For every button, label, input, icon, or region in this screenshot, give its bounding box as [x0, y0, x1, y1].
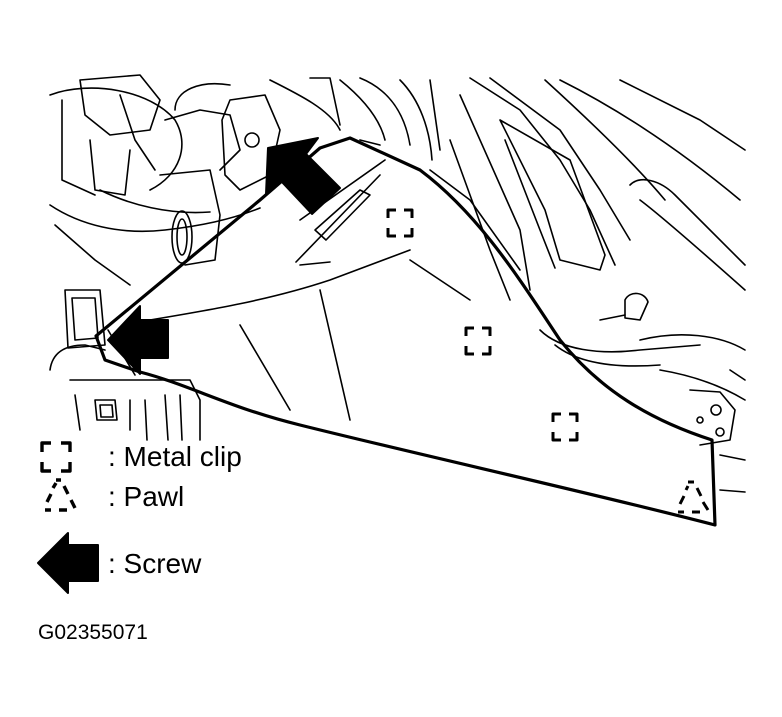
metal-clip-icon [551, 412, 579, 442]
legend-metal-clip-label: : Metal clip [108, 441, 242, 472]
metal-clip-icon [386, 208, 414, 238]
figure-id: G02355071 [38, 621, 148, 644]
metal-clip-markers [386, 208, 579, 442]
background-components [49, 74, 746, 493]
pawl-icon [678, 480, 710, 514]
legend-pawl-icon [45, 478, 77, 512]
console-trim-panel [94, 136, 717, 527]
screw-arrow-left [107, 305, 169, 375]
screw-arrow-top [265, 137, 341, 215]
legend-screw-arrow-icon [37, 532, 99, 594]
legend-screw-label: : Screw [108, 548, 202, 579]
legend-metal-clip-icon [40, 441, 72, 473]
metal-clip-icon [464, 326, 492, 356]
legend-pawl-label: : Pawl [108, 481, 185, 512]
